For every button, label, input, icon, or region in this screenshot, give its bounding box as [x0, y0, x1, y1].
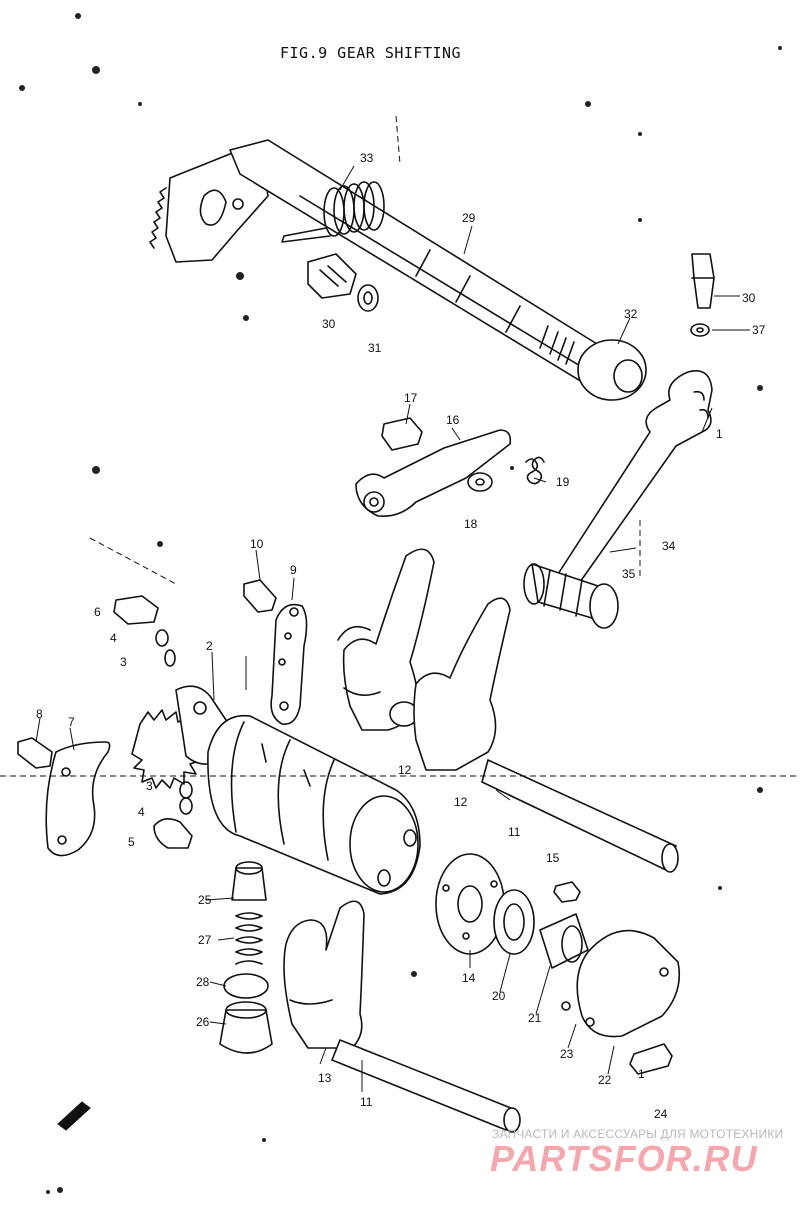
callout-17: 17 [404, 391, 418, 405]
shift-cam-drum [17, 595, 421, 895]
callout-4-lower: 4 [138, 805, 145, 819]
watermark-tagline: ЗАПЧАСТИ И АКСЕССУАРЫ ДЛЯ МОТОТЕХНИКИ [492, 1127, 784, 1141]
callout-33: 33 [360, 151, 374, 165]
callout-21: 21 [528, 1011, 542, 1025]
callout-1-top: 1 [716, 427, 723, 441]
callout-26: 26 [196, 1015, 210, 1029]
callout-20: 20 [492, 989, 506, 1003]
callout-5: 5 [128, 835, 135, 849]
callout-35: 35 [622, 567, 636, 581]
callout-13: 13 [318, 1071, 332, 1085]
callout-28: 28 [196, 975, 210, 989]
callout-19: 19 [556, 475, 570, 489]
callout-32: 32 [624, 307, 638, 321]
callout-12-left: 12 [398, 763, 412, 777]
callout-15: 15 [546, 851, 560, 865]
callout-16: 16 [446, 413, 460, 427]
callout-37: 37 [752, 323, 766, 337]
callout-22: 22 [598, 1073, 612, 1087]
callout-18: 18 [464, 517, 478, 531]
callout-leaders [0, 115, 800, 1092]
cam-stopper-assembly [355, 370, 713, 629]
callout-12-right: 12 [454, 795, 468, 809]
callout-27: 27 [198, 933, 212, 947]
callout-34: 34 [662, 539, 676, 553]
callout-25: 25 [198, 893, 212, 907]
neutral-switch-and-lower-fork [57, 861, 521, 1133]
callout-7: 7 [68, 715, 75, 729]
cam-drum-end-parts [435, 853, 681, 1075]
watermark-logo: PARTSFOR.RU [490, 1138, 758, 1179]
callout-4-upper: 4 [110, 631, 117, 645]
callout-29: 29 [462, 211, 476, 225]
scan-noise [19, 13, 782, 1194]
callout-9: 9 [290, 563, 297, 577]
figure-title: FIG.9 GEAR SHIFTING [280, 44, 462, 62]
callout-14: 14 [462, 971, 476, 985]
callout-23: 23 [560, 1047, 574, 1061]
shift-forks-upper [243, 548, 679, 873]
callout-24: 24 [654, 1107, 668, 1121]
callout-36: 30 [742, 291, 756, 305]
callout-11-upper: 11 [508, 825, 521, 839]
callout-30: 30 [322, 317, 336, 331]
callout-1-bottom: 1 [638, 1067, 645, 1081]
callout-31: 31 [368, 341, 382, 355]
callout-2: 2 [206, 639, 213, 653]
callout-3-lower: 3 [146, 779, 153, 793]
callout-11-lower: 11 [360, 1095, 373, 1109]
callout-3-upper: 3 [120, 655, 127, 669]
gear-shift-shaft-assembly [149, 139, 715, 401]
callout-6: 6 [94, 605, 101, 619]
callout-10: 10 [250, 537, 264, 551]
callout-8: 8 [36, 707, 43, 721]
